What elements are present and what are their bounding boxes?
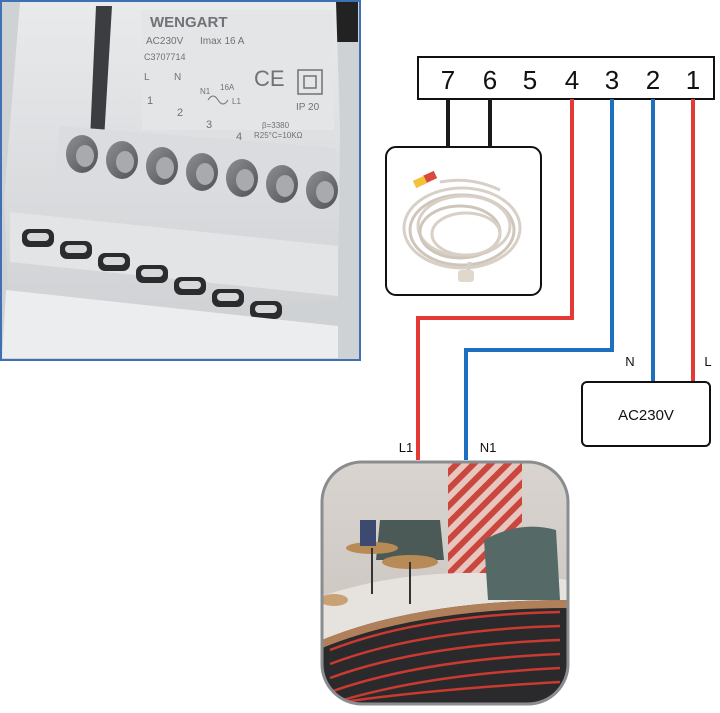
- device-slot: [90, 6, 112, 140]
- terminal-number-5: 5: [523, 65, 537, 95]
- device-base: [2, 290, 338, 358]
- double-insulation-icon: [297, 69, 323, 95]
- device-current: Imax 16 A: [200, 36, 245, 47]
- device-serial: C3707714: [144, 52, 186, 62]
- terminal-number-7: 7: [441, 65, 455, 95]
- terminal-number-3: 3: [605, 65, 619, 95]
- term-l-label: L: [144, 72, 150, 83]
- device-terminal-number-2: 2: [177, 107, 183, 119]
- vase: [360, 520, 376, 546]
- device-photo: WENGART AC230V Imax 16 A C3707714 CE IP …: [0, 0, 361, 361]
- sensor-cable-coil: [402, 178, 522, 283]
- relay-current: 16A: [220, 83, 235, 92]
- terminal-number-1: 1: [686, 65, 700, 95]
- armchair-front: [484, 526, 560, 600]
- relay-pin: L1: [232, 97, 241, 106]
- power-supply: AC230V N L: [581, 354, 712, 447]
- device-voltage: AC230V: [146, 36, 184, 47]
- ip-rating: IP 20: [296, 102, 320, 113]
- device-terminal-number-3: 3: [206, 119, 212, 131]
- floor-heating-room-photo: [320, 460, 570, 706]
- power-label-l: L: [704, 354, 711, 369]
- term-n-label: N: [174, 72, 181, 83]
- sensor-photo: [385, 146, 542, 296]
- ce-mark: CE: [254, 66, 285, 91]
- room-photo-frame: [320, 460, 570, 706]
- terminal-number-2: 2: [646, 65, 660, 95]
- heater-label-l1: L1: [399, 440, 413, 455]
- sensor-lead-red: [422, 170, 438, 184]
- power-supply-box: [581, 381, 711, 447]
- stool: [322, 594, 348, 606]
- heating-cable: [329, 610, 561, 704]
- sensor-probe: [458, 270, 474, 282]
- heater-label-n1: N1: [480, 440, 497, 455]
- device-terminal-number-4: 4: [236, 131, 242, 143]
- screw-row: [66, 135, 338, 209]
- device-terminal-number-1: 1: [147, 95, 153, 107]
- wires: [416, 99, 695, 460]
- armchair-back: [376, 520, 444, 560]
- power-label-n: N: [625, 354, 634, 369]
- relay-label: N1: [200, 87, 211, 96]
- device-brand: WENGART: [150, 14, 228, 31]
- power-supply-text: AC230V: [618, 407, 674, 424]
- sensor-r25: R25°C=10KΩ: [254, 131, 303, 140]
- terminal-number-4: 4: [565, 65, 579, 95]
- terminal-block-box: [417, 56, 715, 100]
- plug-rail: [10, 212, 338, 296]
- plug-row: [22, 229, 282, 319]
- wire-terminal-4-l1: [416, 99, 574, 460]
- terminal-number-6: 6: [483, 65, 497, 95]
- sensor-lead-yellow: [412, 175, 428, 189]
- floor-edge: [322, 600, 568, 648]
- wire-terminal-3-n1: [464, 99, 614, 460]
- relay-coil-icon: [207, 95, 229, 105]
- sensor-beta: β=3380: [262, 121, 290, 130]
